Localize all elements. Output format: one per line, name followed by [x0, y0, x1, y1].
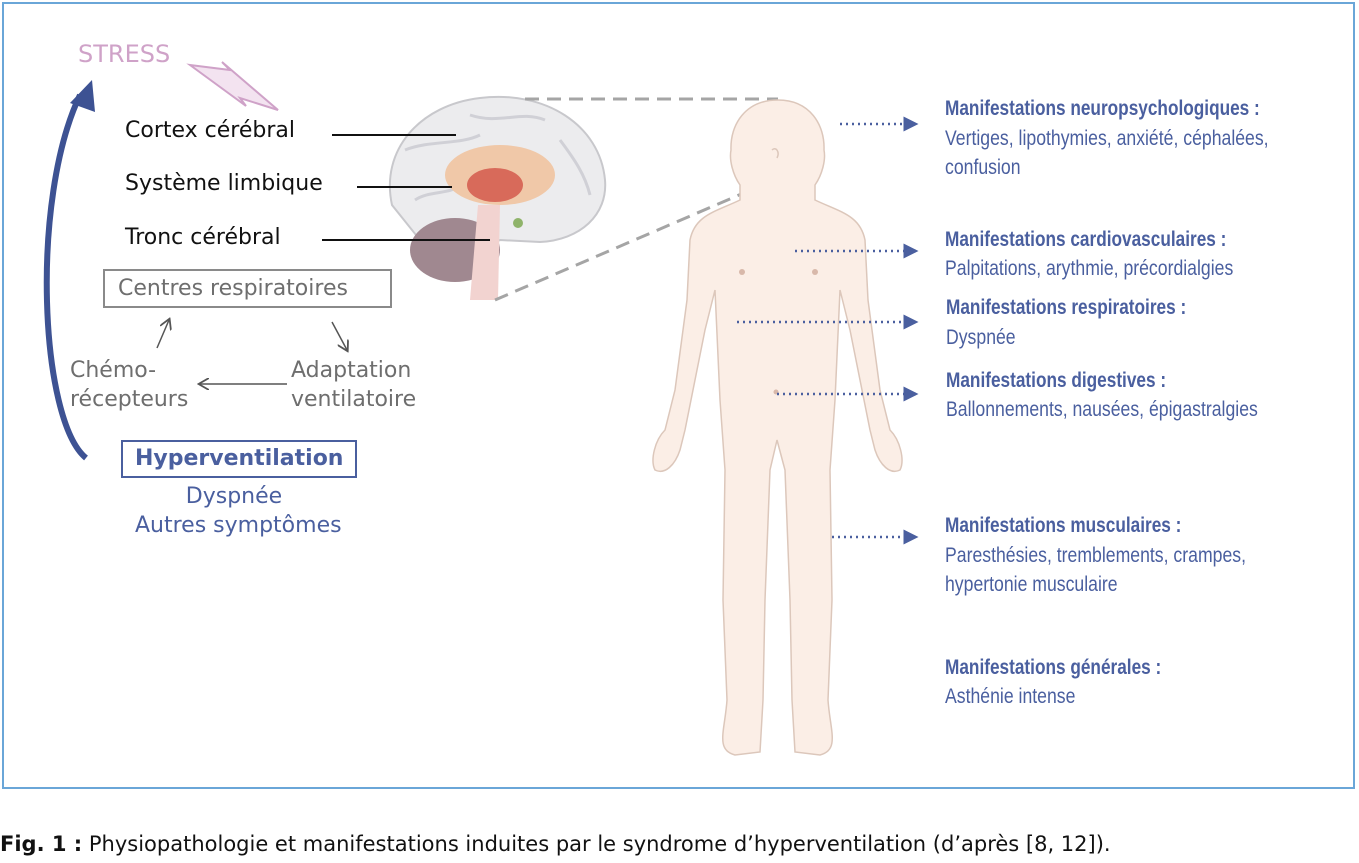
- manifestation-desc-muscle-1: Paresthésies, tremblements, crampes,: [945, 544, 1246, 567]
- brain-illustration: [388, 95, 607, 300]
- hyperventilation-label: Hyperventilation: [135, 446, 344, 471]
- symptom-others: Autres symptômes: [135, 513, 342, 538]
- manifestation-title-general: Manifestations générales :: [945, 656, 1162, 679]
- cortex-label: Cortex cérébral: [125, 118, 295, 143]
- stress-label: STRESS: [78, 40, 171, 68]
- manifestation-desc-digest: Ballonnements, nausées, épigastralgies: [946, 398, 1258, 421]
- manifestation-desc-general: Asthénie intense: [945, 685, 1076, 708]
- manifestation-title-neuro: Manifestations neuropsychologiques :: [945, 97, 1260, 120]
- chemoreceptors-line2: récepteurs: [70, 387, 189, 412]
- manifestation-desc-resp: Dyspnée: [946, 326, 1016, 349]
- figure-frame: [2, 2, 1355, 789]
- respiratory-centres-box: Centres respiratoires: [103, 269, 392, 308]
- pointer-lines: [737, 116, 919, 545]
- human-body: [652, 99, 903, 756]
- manifestation-desc-neuro-1: Vertiges, lipothymies, anxiété, céphalée…: [945, 127, 1269, 150]
- manifestation-desc-cardio: Palpitations, arythmie, précordialgies: [945, 257, 1234, 280]
- manifestation-title-muscle: Manifestations musculaires :: [945, 514, 1182, 537]
- lightning-icon: [186, 61, 279, 111]
- manifestation-title-cardio: Manifestations cardiovasculaires :: [945, 228, 1227, 251]
- respiratory-centres-label: Centres respiratoires: [118, 276, 348, 301]
- manifestation-title-digest: Manifestations digestives :: [946, 369, 1167, 392]
- figure-caption: Fig. 1 : Physiopathologie et manifestati…: [0, 832, 1111, 856]
- brainstem-label: Tronc cérébral: [125, 225, 281, 250]
- chemoreceptors-line1: Chémo-: [70, 358, 157, 383]
- adaptation-line2: ventilatoire: [291, 387, 417, 412]
- manifestation-desc-neuro-2: confusion: [945, 156, 1021, 179]
- hyperventilation-box: Hyperventilation: [121, 440, 357, 478]
- caption-label: Fig. 1 :: [0, 832, 83, 856]
- limbic-label: Système limbique: [125, 171, 323, 196]
- adaptation-line1: Adaptation: [291, 358, 412, 383]
- manifestation-title-resp: Manifestations respiratoires :: [946, 296, 1187, 319]
- symptom-dyspnee: Dyspnée: [185, 484, 283, 509]
- feedback-arrow: [43, 80, 95, 461]
- manifestation-desc-muscle-2: hypertonie musculaire: [945, 573, 1118, 596]
- caption-text: Physiopathologie et manifestations indui…: [88, 832, 1111, 856]
